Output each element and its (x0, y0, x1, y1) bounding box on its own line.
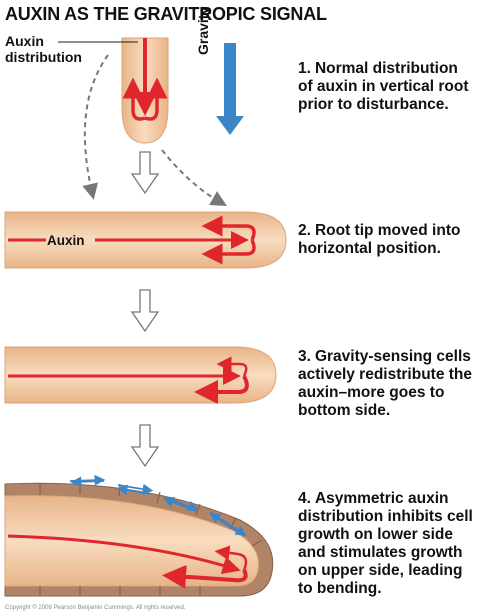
horizontal-root-1 (4, 211, 287, 269)
copyright-text: Copyright © 2008 Pearson Benjamin Cummin… (5, 605, 186, 611)
gravity-arrow (216, 43, 244, 135)
auxin-flow-arrow (214, 545, 248, 571)
step-2-text: 2.Root tip moved into horizontal positio… (298, 222, 461, 257)
auxin-label: Auxin (47, 233, 85, 248)
bending-root (4, 474, 274, 597)
dashed-arrow (161, 149, 227, 206)
gravity-label: Gravity (195, 6, 211, 55)
step-arrow-2 (130, 289, 160, 333)
dashed-arrow (82, 54, 109, 200)
auxin-flow-arrow (201, 239, 256, 265)
vertical-root (121, 37, 169, 144)
horizontal-root-2 (4, 346, 277, 404)
auxin-flow-arrow (201, 215, 256, 241)
auxin-flow-arrow (122, 77, 146, 121)
auxin-flow-arrow (162, 564, 248, 589)
step-4-text: 4.Asymmetric auxin distribution inhibits… (298, 490, 473, 597)
auxin-flow-arrow (194, 375, 249, 404)
auxin-flow-arrow (216, 356, 248, 377)
growth-arrows (69, 474, 247, 537)
step-arrow-3 (130, 424, 160, 468)
step-arrow-1 (130, 151, 160, 195)
auxin-flow-arrow (7, 534, 241, 574)
auxin-distribution-label: Auxin distribution (5, 33, 82, 65)
page-title: AUXIN AS THE GRAVITROPIC SIGNAL (5, 4, 327, 24)
step-3-text: 3.Gravity-sensing cells actively redistr… (298, 348, 473, 419)
auxin-flow-arrow (144, 77, 168, 121)
step-1-text: 1.Normal distribution of auxin in vertic… (298, 60, 469, 113)
